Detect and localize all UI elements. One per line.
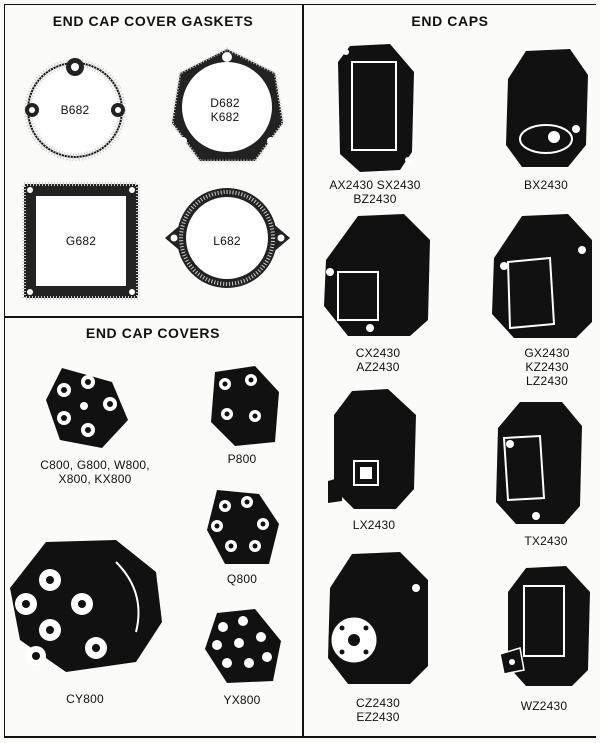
cover-cy800-label: CY800 [66,692,104,706]
end-cap-wz2430-label: WZ2430 [520,699,568,713]
cover-c800-line-2: X800, KX800 [58,472,132,486]
gasket-l682-image [165,188,290,288]
end-cap-gx2430-label: GX2430 KZ2430 LZ2430 [512,346,582,388]
end-cap-gx2430-image [492,214,592,338]
end-cap-cx2430-label: CX2430 AZ2430 [338,346,418,374]
end-cap-gx2430-line-1: GX2430 [524,346,570,360]
end-cap-cz2430-image [328,552,428,684]
cover-p800-label: P800 [227,452,257,466]
end-caps-heading: END CAPS [411,13,489,29]
cover-q800-label: Q800 [226,572,258,586]
covers-heading: END CAP COVERS [85,325,221,341]
cover-p800-image [211,366,279,446]
frame-bottom [4,736,596,738]
end-cap-ax2430-line-1: AX2430 SX2430 [329,178,421,192]
divider-horizontal [4,316,302,318]
gasket-b682-label: B682 [60,103,90,117]
gasket-d682-line: D682 [210,96,240,110]
gasket-g682-image [22,182,140,300]
end-cap-tx2430-label: TX2430 [524,534,568,548]
gaskets-heading: END CAP COVER GASKETS [52,13,254,29]
cover-c800-label: C800, G800, W800, X800, KX800 [25,458,165,486]
frame-left [4,4,5,737]
gasket-k682-line: K682 [210,110,240,124]
cover-yx800-label: YX800 [223,693,261,707]
cover-c800-line-1: C800, G800, W800, [40,458,150,472]
gasket-l682-label: L682 [213,234,241,248]
divider-vertical [302,4,304,737]
end-cap-gx2430-line-3: LZ2430 [526,374,568,388]
end-cap-tx2430-image [496,402,582,524]
gasket-d682-label: D682 K682 [195,96,255,124]
end-cap-lx2430-label: LX2430 [352,518,396,532]
end-cap-bx2430-label: BX2430 [524,178,568,192]
end-cap-bx2430-image [506,49,588,167]
end-cap-cz2430-label: CZ2430 EZ2430 [338,696,418,724]
end-cap-cz2430-line-1: CZ2430 [356,696,400,710]
end-cap-cz2430-line-2: EZ2430 [356,710,400,724]
cover-q800-image [207,490,279,564]
gasket-b682-image [24,58,126,161]
end-cap-cx2430-line-2: AZ2430 [356,360,400,374]
end-cap-cx2430-line-1: CX2430 [355,346,401,360]
gasket-d682-image [170,47,285,163]
end-cap-ax2430-label: AX2430 SX2430 BZ2430 [320,178,430,206]
end-cap-cx2430-image [324,214,430,336]
end-cap-gx2430-line-2: KZ2430 [525,360,569,374]
cover-cy800-image [10,540,162,672]
end-cap-lx2430-image [328,389,416,509]
cover-c800-image [46,368,128,448]
gasket-g682-label: G682 [65,234,97,248]
frame-top [4,4,596,5]
end-cap-ax2430-line-2: BZ2430 [353,192,397,206]
cover-yx800-image [205,609,281,683]
end-cap-wz2430-image [499,566,590,686]
end-cap-ax2430-image [338,44,414,172]
